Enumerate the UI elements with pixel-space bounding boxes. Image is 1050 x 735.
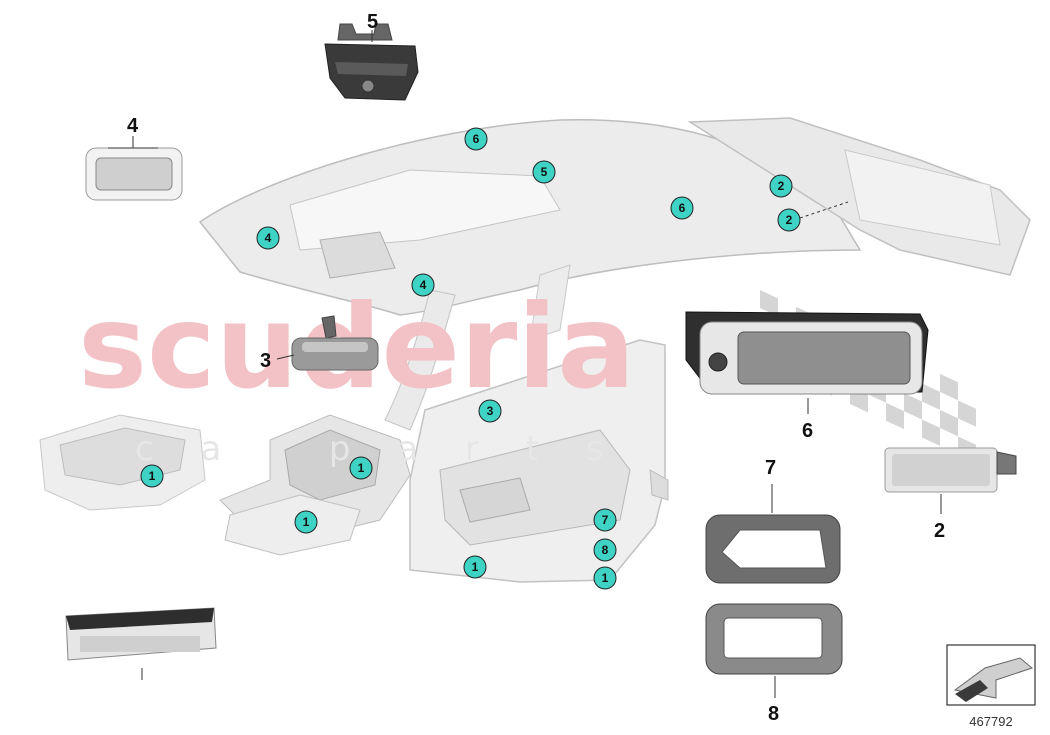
- badge: 1: [294, 510, 318, 534]
- callout-8: 8: [768, 703, 779, 725]
- badge: 2: [769, 174, 793, 198]
- svg-text:6: 6: [473, 132, 480, 146]
- callout-7: 7: [765, 457, 776, 479]
- reference-badges: 6 5 2 2 6 4 4 3 1 1 1 7 8 1 1: [140, 127, 801, 590]
- svg-text:1: 1: [149, 469, 156, 483]
- svg-text:2: 2: [786, 213, 793, 227]
- svg-text:4: 4: [265, 231, 272, 245]
- badge: 7: [593, 508, 617, 532]
- diagram-number: 467792: [969, 714, 1012, 729]
- reference-box: 467792: [946, 644, 1036, 729]
- badge: 4: [411, 273, 435, 297]
- part-4-reading-light: [85, 147, 183, 201]
- badge: 1: [140, 464, 164, 488]
- headliner-part: [198, 117, 1031, 316]
- center-console-part: [219, 414, 411, 556]
- badge: 4: [256, 226, 280, 250]
- svg-text:1: 1: [472, 560, 479, 574]
- callout-2: 2: [934, 520, 945, 542]
- svg-text:1: 1: [303, 515, 310, 529]
- badge: 6: [464, 127, 488, 151]
- callout-labels: 5 4 3 6 7 2 8: [127, 11, 945, 725]
- svg-text:8: 8: [602, 543, 609, 557]
- part-7-gasket: [705, 514, 841, 584]
- badge: 1: [593, 566, 617, 590]
- callout-6: 6: [802, 420, 813, 442]
- badge: 3: [478, 399, 502, 423]
- pillar-part: [384, 264, 571, 431]
- part-6-interior-light: [685, 311, 929, 395]
- svg-text:7: 7: [602, 513, 609, 527]
- svg-text:1: 1: [602, 571, 609, 585]
- part-3-sensor-unit: [291, 315, 379, 371]
- badge: 6: [670, 196, 694, 220]
- svg-text:6: 6: [679, 201, 686, 215]
- arrow-icon: [955, 680, 988, 702]
- svg-text:1: 1: [358, 461, 365, 475]
- callout-4: 4: [127, 115, 139, 137]
- svg-text:2: 2: [778, 179, 785, 193]
- badge: 1: [349, 456, 373, 480]
- callout-3: 3: [260, 350, 271, 372]
- badge: 8: [593, 538, 617, 562]
- callout-5: 5: [367, 11, 378, 33]
- part-2-footwell-light: [884, 447, 1017, 493]
- svg-text:3: 3: [487, 404, 494, 418]
- watermark: scuderia c a r p a r t s: [78, 280, 635, 469]
- badge: 5: [532, 160, 556, 184]
- svg-text:4: 4: [420, 278, 427, 292]
- svg-text:5: 5: [541, 165, 548, 179]
- badge: 2: [777, 208, 801, 232]
- part-luggage-light: [65, 607, 217, 661]
- watermark-subtitle: c a r p a r t s: [135, 429, 622, 469]
- part-5-overhead-console: [324, 23, 419, 101]
- part-8-bezel: [705, 603, 843, 675]
- badge: 1: [463, 555, 487, 579]
